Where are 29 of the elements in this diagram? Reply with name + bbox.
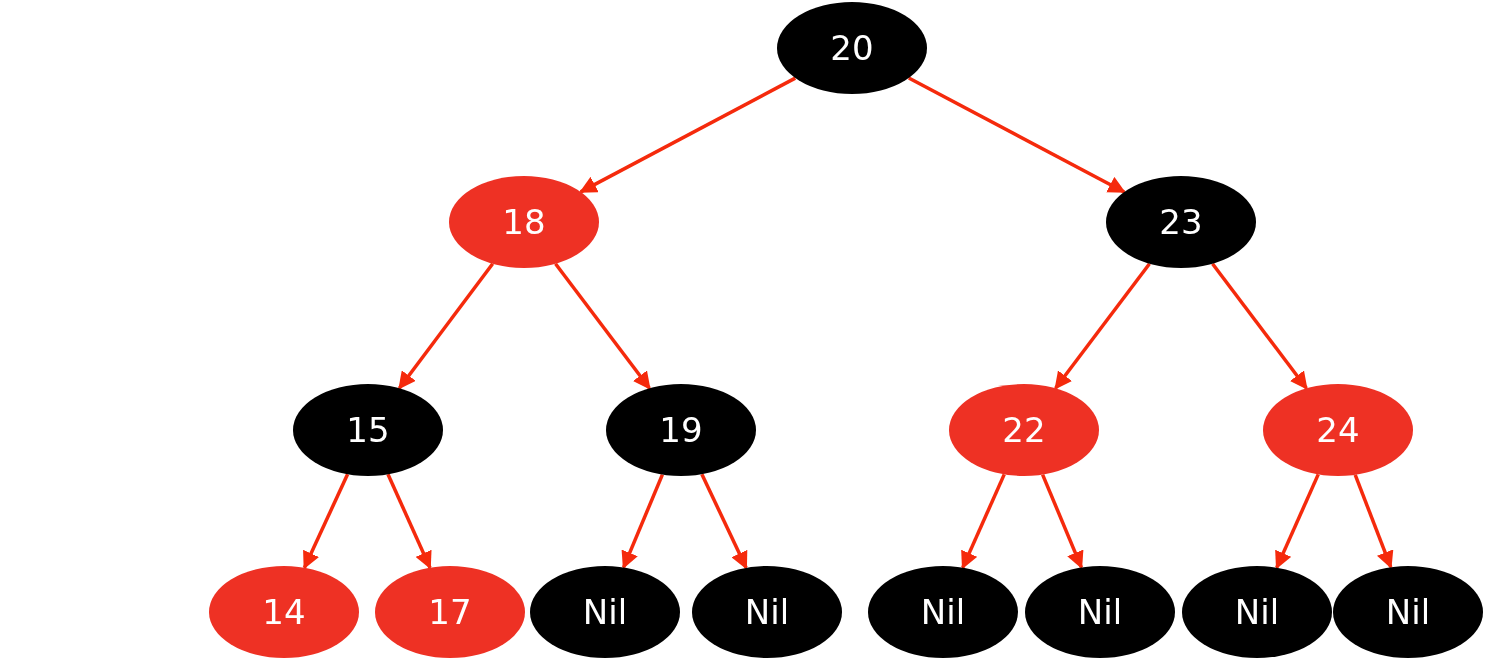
arrow <box>961 473 1006 570</box>
node-value: 20 <box>830 28 874 68</box>
node-value: 15 <box>346 410 390 450</box>
arrow <box>1275 473 1320 570</box>
node-value: 18 <box>502 202 546 242</box>
arrow <box>908 76 1126 194</box>
arrow <box>579 76 797 194</box>
node-value: Nil <box>1077 592 1123 632</box>
arrow <box>1211 262 1308 390</box>
node-value: 22 <box>1002 410 1046 450</box>
arrow <box>1041 473 1084 570</box>
arrow <box>554 262 651 390</box>
arrow <box>1054 262 1151 390</box>
node-value: 17 <box>428 592 472 632</box>
node-value: Nil <box>744 592 790 632</box>
arrow <box>397 262 495 390</box>
node-value: 24 <box>1316 410 1360 450</box>
node-value: Nil <box>582 592 628 632</box>
node-value: 23 <box>1159 202 1203 242</box>
arrow <box>302 473 350 570</box>
node-value: 19 <box>659 410 703 450</box>
arrow <box>386 473 432 570</box>
node-value: 14 <box>262 592 306 632</box>
arrow <box>1353 474 1394 569</box>
arrow <box>700 473 748 570</box>
node-value: Nil <box>920 592 966 632</box>
arrow <box>621 473 664 570</box>
node-value: Nil <box>1385 592 1431 632</box>
node-value: Nil <box>1234 592 1280 632</box>
